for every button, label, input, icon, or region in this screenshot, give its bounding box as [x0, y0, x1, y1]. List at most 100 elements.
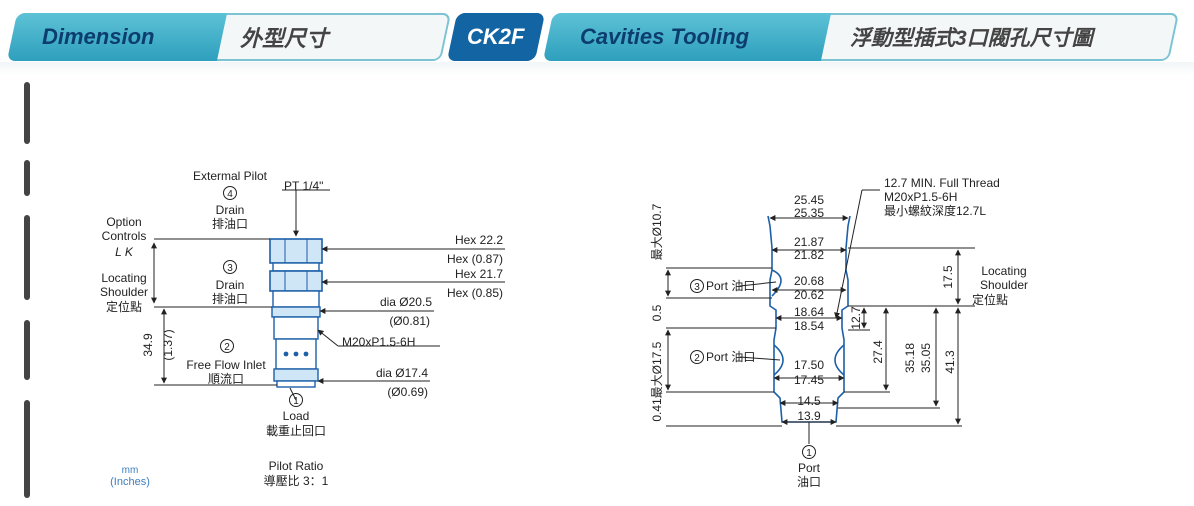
external-pilot-label: Extermal Pilot: [193, 169, 268, 183]
d5b-label: 17.45: [794, 373, 824, 387]
port3-number: 3: [694, 282, 700, 293]
port3-circle: [690, 279, 704, 293]
hex2-label: Hex 21.7: [455, 267, 503, 281]
thread-cn-label: 最小螺紋深度12.7L: [884, 203, 986, 218]
port2-number: 2: [694, 353, 700, 364]
valve-collar: [272, 262, 320, 272]
lk-label: L K: [115, 245, 134, 259]
h274-label: 27.4: [871, 340, 885, 364]
valve-labels: Extermal Pilot 4 PT 1/4" Drain 排油口 Optio…: [100, 169, 503, 488]
valve-hex-top: [269, 238, 323, 264]
d3b-label: 20.62: [794, 288, 824, 302]
port3-leader: [739, 281, 777, 287]
thread-note-label: 12.7 MIN. Full Thread: [884, 176, 1000, 190]
port2-circle: [220, 339, 234, 353]
edge-mark: [24, 215, 30, 300]
header-shadow: [0, 62, 1194, 76]
header-bar: 外型尺寸 Dimension CK2F 浮動型插式3口閥孔尺寸圖 Cavitie…: [0, 0, 1194, 80]
d4b-label: 18.54: [794, 319, 824, 333]
dia2-in-label: (Ø0.69): [387, 385, 428, 399]
d4a-label: 18.64: [794, 305, 824, 319]
d7-label: 13.9: [797, 409, 821, 423]
pilot-ratio-label: Pilot Ratio: [269, 459, 324, 473]
load-cn: 載重止回口: [266, 424, 326, 438]
drain-cn: 排油口: [212, 292, 248, 306]
thread-leader: [317, 329, 339, 347]
valve-neck: [272, 290, 320, 308]
hex1-label: Hex 22.2: [455, 233, 503, 247]
shoulder-cn-label: 定位點: [972, 292, 1008, 307]
cavity-arc: [834, 344, 845, 376]
d5a-label: 17.50: [794, 358, 824, 372]
d1a-label: 25.45: [794, 193, 824, 207]
v-max107-label: 最大Ø10.7: [650, 203, 664, 260]
locating-label: Locating: [101, 271, 146, 285]
edge-mark: [24, 320, 30, 380]
port1-number: 1: [806, 448, 812, 459]
port-hole: [283, 351, 289, 357]
port1-cn-label: 油口: [797, 475, 821, 489]
port-hole: [303, 351, 309, 357]
shoulder-label: Shoulder: [100, 285, 148, 299]
dia1-label: dia Ø20.5: [380, 295, 432, 309]
dia1-in-label: (Ø0.81): [389, 314, 430, 328]
valve-drawing: [151, 189, 505, 401]
port-hole: [293, 351, 299, 357]
locating-label: Locating: [981, 264, 1026, 278]
shoulder-cn-label: 定位點: [106, 299, 142, 314]
h3518-label: 35.18: [903, 343, 917, 373]
valve-tip: [276, 380, 316, 388]
free-flow-cn: 順流口: [208, 372, 244, 386]
cavity-labels: 12.7 MIN. Full Thread M20xP1.5-6H 最小螺紋深度…: [650, 176, 1028, 489]
pilot-ratio-cn: 導壓比 3：1: [264, 474, 329, 488]
port2-label: Port 油口: [706, 350, 755, 364]
d6-label: 14.5: [797, 394, 821, 408]
thread-spec-label: M20xP1.5-6H: [884, 190, 957, 204]
pt-label: PT 1/4": [284, 179, 323, 193]
valve-seal-2: [273, 368, 319, 382]
port1-circle: [802, 445, 816, 459]
port4-circle: [223, 186, 237, 200]
v-05-label: 0.5: [650, 304, 664, 321]
shoulder-label: Shoulder: [980, 278, 1028, 292]
length-in-label: (1.37): [161, 329, 175, 360]
v-041-label: 0.41: [650, 398, 664, 422]
unit-inches-label: (Inches): [110, 476, 150, 488]
port3-number: 3: [227, 263, 233, 274]
port4-number: 4: [227, 189, 233, 200]
port1-number: 1: [293, 396, 299, 407]
thread-label: M20xP1.5-6H: [342, 335, 415, 349]
valve-hex-lower: [269, 270, 323, 292]
port1-label: Port: [798, 461, 821, 475]
length-mm-label: 34.9: [141, 333, 155, 357]
controls-label: Controls: [102, 229, 147, 243]
cavity-arc: [771, 269, 782, 297]
drain-label: Drain: [216, 278, 245, 292]
unit-mm-label: mm: [122, 465, 139, 476]
port2-circle: [690, 350, 704, 364]
d2b-label: 21.82: [794, 248, 824, 262]
edge-mark: [24, 400, 30, 498]
valve-seal-1: [271, 306, 321, 318]
cavity-dim-lines: [665, 189, 975, 444]
d3a-label: 20.68: [794, 274, 824, 288]
port2-number: 2: [224, 342, 230, 353]
drain-cn-top: 排油口: [212, 217, 248, 231]
hex1-in-label: Hex (0.87): [447, 252, 503, 266]
port2-leader: [739, 356, 781, 361]
load-label: Load: [283, 409, 310, 423]
port1-circle: [289, 393, 303, 407]
cavity-arc: [773, 344, 784, 376]
port3-label: Port 油口: [706, 279, 755, 293]
option-label: Option: [106, 215, 141, 229]
drain-label-top: Drain: [216, 203, 245, 217]
port3-circle: [223, 260, 237, 274]
free-flow-label: Free Flow Inlet: [186, 358, 266, 372]
h3505-label: 35.05: [919, 343, 933, 373]
edge-mark: [24, 82, 30, 144]
dia2-label: dia Ø17.4: [376, 366, 428, 380]
edge-mark: [24, 160, 30, 196]
v-max175-label: 最大Ø17.5: [650, 341, 664, 398]
d1b-label: 25.35: [794, 206, 824, 220]
